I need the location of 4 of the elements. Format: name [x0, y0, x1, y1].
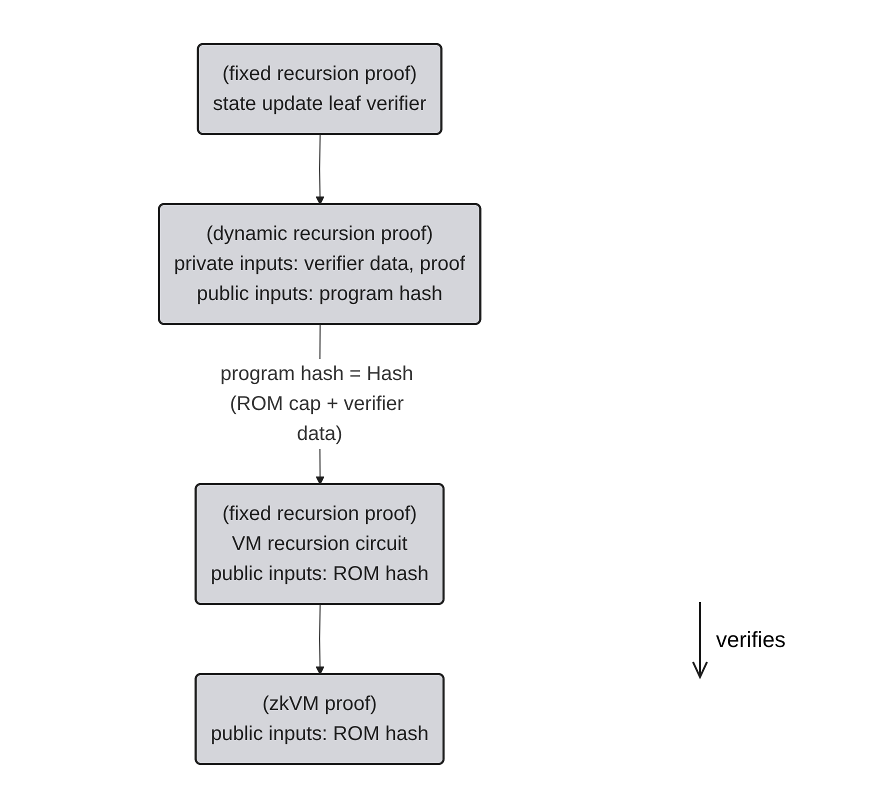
- arrow: [316, 604, 325, 675]
- legend-text: verifies: [716, 627, 786, 653]
- edge-label: program hash = Hash (ROM cap + verifier data): [220, 363, 414, 445]
- arrow: [316, 134, 325, 205]
